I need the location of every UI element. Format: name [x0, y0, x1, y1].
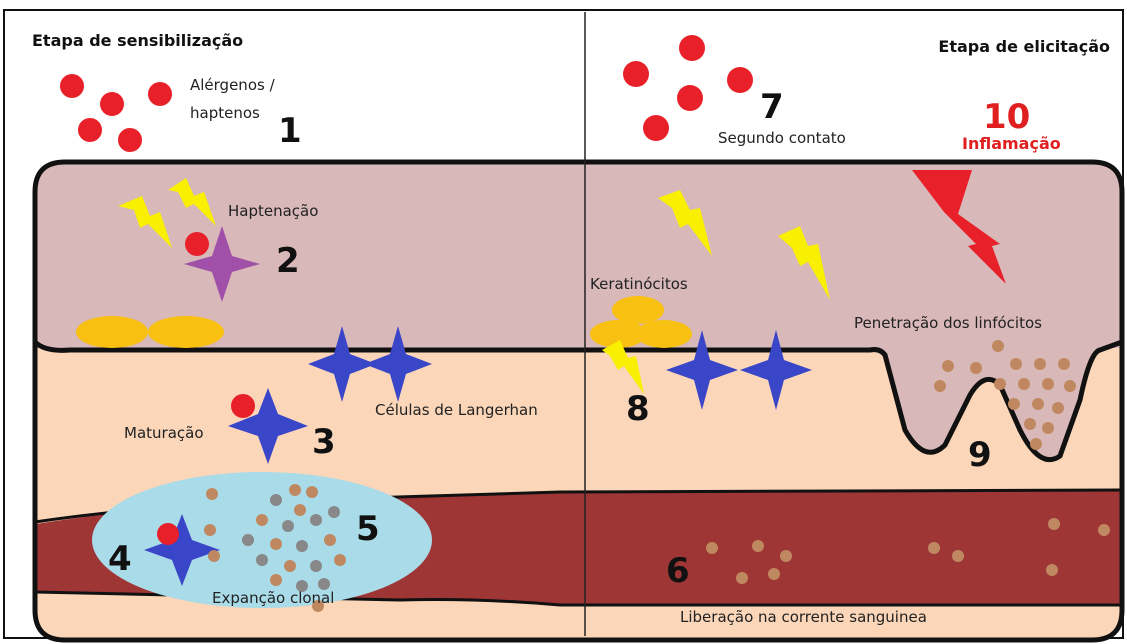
label-second-contact: Segundo contato [718, 129, 846, 147]
step-number-1: 1 [278, 111, 302, 151]
label-inflammation: Inflamação [962, 134, 1061, 153]
allergen-dot [185, 232, 209, 256]
allergen-dot [231, 394, 255, 418]
step-number-4: 4 [108, 539, 132, 579]
step-number-5: 5 [356, 509, 380, 549]
title-sensitization: Etapa de sensibilização [32, 31, 243, 50]
title-elicitation: Etapa de elicitação [938, 37, 1110, 56]
step-number-10: 10 [983, 97, 1030, 137]
label-keratinocytes: Keratinócitos [590, 275, 688, 293]
step-number-2: 2 [276, 241, 300, 281]
label-maturation: Maturação [124, 424, 204, 442]
label-lymphocyte-penetration: Penetração dos linfócitos [854, 314, 1042, 332]
allergen-dot [157, 523, 179, 545]
step-number-8: 8 [626, 389, 650, 429]
label-allergens-line1: Alérgenos / [190, 76, 276, 94]
step-number-3: 3 [312, 422, 336, 462]
label-bloodstream-release: Liberação na corrente sanguinea [680, 608, 927, 626]
lymph-node [92, 472, 432, 608]
label-haptenation: Haptenação [228, 202, 318, 220]
label-clonal-expansion: Expanção clonal [212, 589, 334, 607]
label-allergens-line2: haptenos [190, 104, 260, 122]
step-number-7: 7 [760, 87, 784, 127]
step-number-6: 6 [666, 551, 690, 591]
label-langerhans: Células de Langerhan [375, 401, 538, 419]
step-number-9: 9 [968, 435, 992, 475]
